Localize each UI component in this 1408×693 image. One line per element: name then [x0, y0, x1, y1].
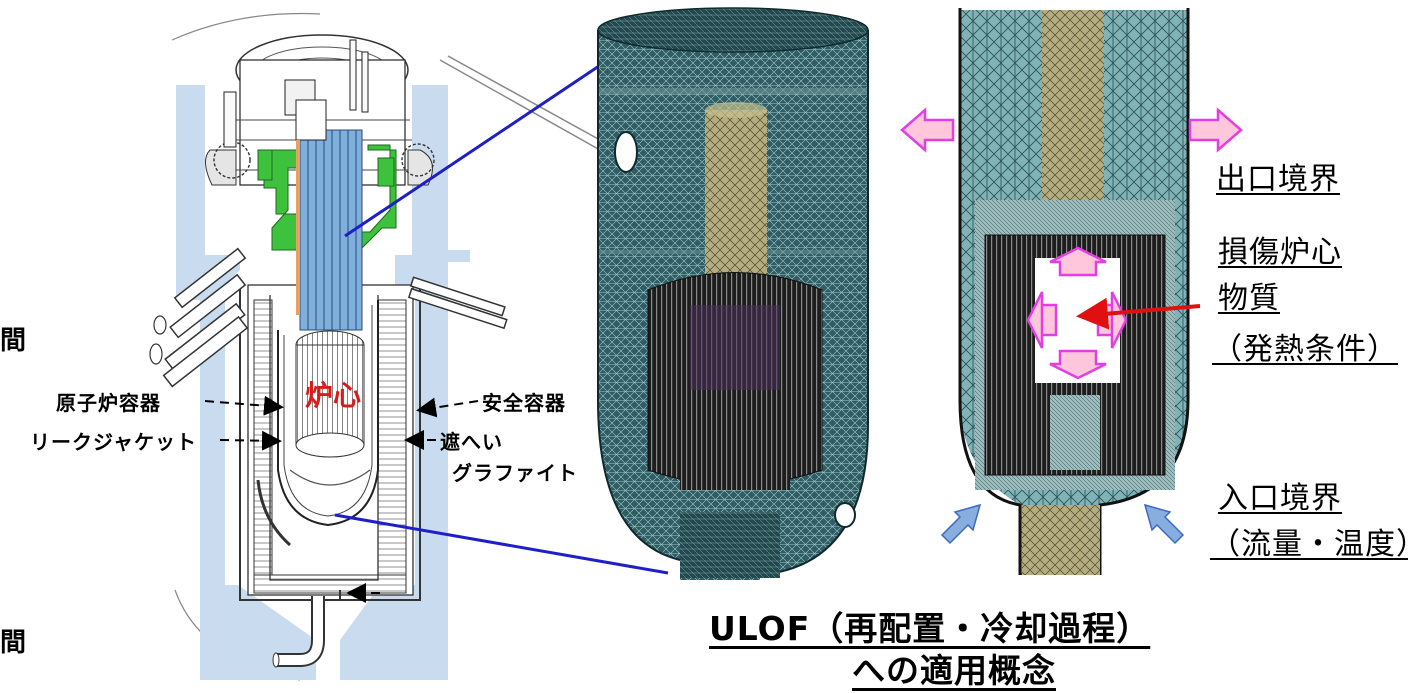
left-edge-fragment-1: 間: [0, 326, 27, 356]
left-edge-fragment-2: 間: [0, 628, 27, 658]
reactor-cutaway: [149, 12, 601, 681]
red-pointer-arrow: [1076, 297, 1201, 330]
connector-lower: [334, 513, 669, 575]
inlet-boundary-label-2: （流量・温度）: [1210, 527, 1408, 562]
outlet-boundary-label: 出口境界: [1216, 162, 1340, 197]
connector-upper: [344, 60, 606, 238]
core-region: [295, 344, 365, 446]
mesh-vessel-3d: [597, 7, 869, 580]
caption-line-2: への適用概念: [852, 651, 1056, 690]
guard-vessel-label: 安全容器: [482, 391, 566, 415]
core-label: 炉心: [305, 379, 362, 412]
outlet-arrows: [900, 107, 1243, 153]
shield-graphite-label-2: グラファイト: [452, 461, 578, 485]
heat-arrows: [1026, 246, 1128, 380]
damaged-core-label-1: 損傷炉心: [1218, 235, 1342, 270]
damaged-core-label-3: （発熱条件）: [1212, 332, 1398, 367]
building-concrete-right: [395, 85, 470, 680]
leak-jacket-label: リークジャケット: [30, 430, 197, 454]
reactor-vessel-label: 原子炉容器: [56, 391, 161, 415]
inlet-arrows: [940, 503, 1185, 545]
damaged-core-label-2: 物質: [1218, 281, 1280, 316]
inlet-boundary-label-1: 入口境界: [1218, 481, 1342, 516]
shield-graphite-label-1: 遮へい: [440, 430, 503, 454]
building-concrete-left: [176, 85, 240, 680]
mesh-section-2d: [958, 8, 1190, 575]
caption-line-1: ULOF（再配置・冷却過程）: [709, 609, 1151, 648]
